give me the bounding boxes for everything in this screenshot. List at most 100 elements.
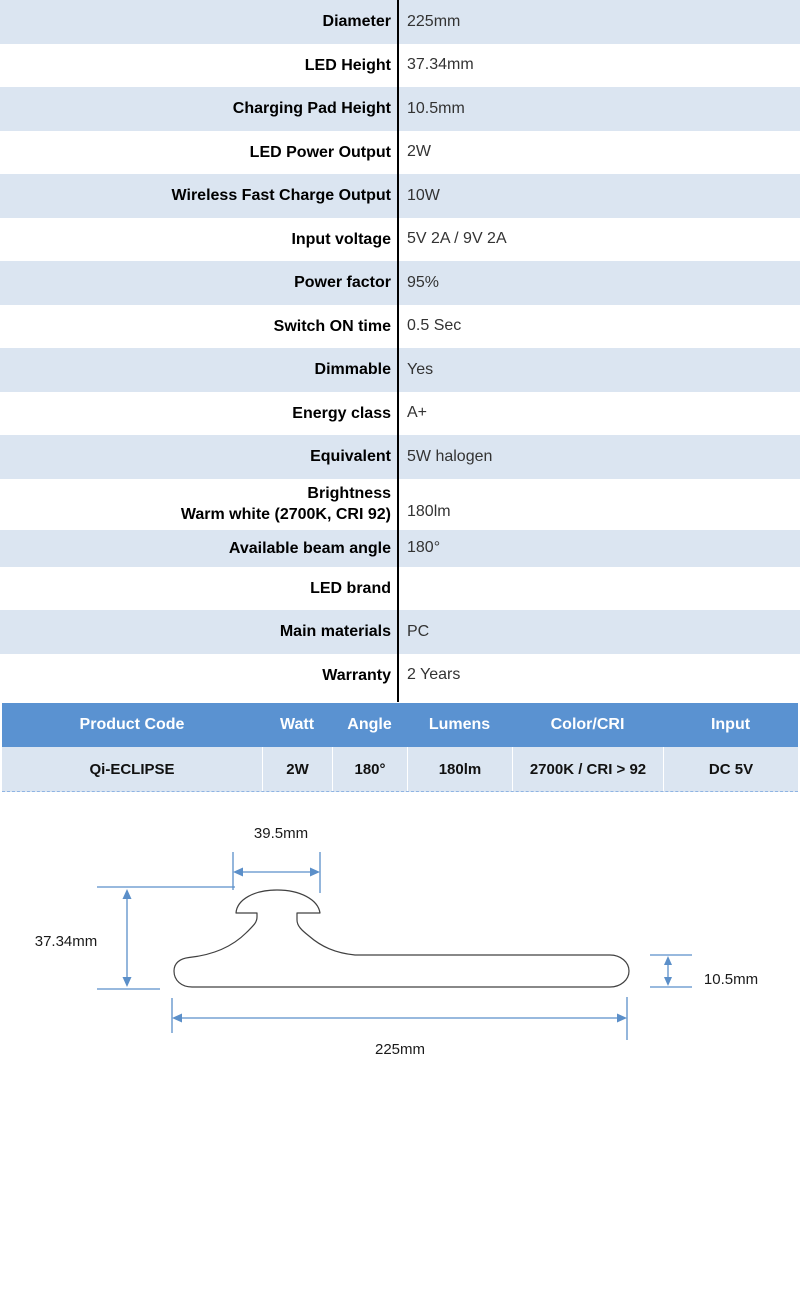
spec-label-text: Dimmable [314,361,391,379]
arrowhead-left-icon [233,867,243,877]
product-table-header-row: Product Code Watt Angle Lumens Color/CRI… [2,703,798,747]
spec-value: 180lm [407,502,451,520]
spec-label: Power factor [0,261,397,305]
spec-label-text: LED brand [310,579,391,597]
spec-value: 37.34mm [407,56,474,74]
spec-value [397,567,800,611]
dimension-left-height: 37.34mm [35,886,235,990]
product-table-value-row: Qi-ECLIPSE 2W 180° 180lm 2700K / CRI > 9… [2,747,798,792]
spec-value: 2W [407,143,431,161]
value-cell-watt: 2W [262,747,332,791]
spec-label: Input voltage [0,218,397,262]
extension-line [650,954,692,988]
spec-label: Energy class [0,392,397,436]
spec-label: Dimmable [0,348,397,392]
spec-value: 180° [407,539,441,556]
spec-value: 2 Years [407,666,461,684]
spec-label-text: Charging Pad Height [232,100,391,118]
extension-line [97,886,235,990]
spec-label-text: Brightness [307,485,391,502]
spec-value: A+ [407,404,428,422]
extension-line [232,852,321,893]
spec-row-brightness: Brightness Warm white (2700K, CRI 92) 18… [0,479,800,530]
spec-value: PC [407,622,430,640]
header-cell-color-cri: Color/CRI [550,716,625,733]
spec-value: 5V 2A / 9V 2A [407,230,507,248]
arrowhead-right-icon [310,867,320,877]
arrowhead-up-icon [664,956,672,965]
arrowhead-down-icon [664,977,672,986]
spec-row-equivalent: Equivalent 5W halogen [0,435,800,479]
spec-row-led-brand: LED brand [0,567,800,611]
spec-label-text: Main materials [279,623,391,641]
value-cell-input: DC 5V [663,747,798,791]
spec-label-text: Diameter [322,13,391,31]
spec-row-beam-angle: Available beam angle 180° [0,529,800,567]
spec-value: 225mm [407,12,461,30]
header-cell-angle: Angle [347,716,392,733]
spec-label: Equivalent [0,435,397,479]
spec-table-column-divider [397,0,399,702]
header-cell-product-code: Product Code [79,716,185,733]
spec-label-text: Power factor [294,274,391,292]
arrowhead-up-icon [122,889,132,899]
dim-bottom-label: 225mm [375,1041,425,1058]
spec-value: 10W [407,186,440,204]
spec-label-text: Switch ON time [273,317,391,335]
spec-value: 95% [407,273,440,291]
spec-label: Switch ON time [0,305,397,349]
spec-label-text: Input voltage [291,230,391,248]
value-cell-color-cri: 2700K / CRI > 92 [512,747,663,791]
spec-value: 5W halogen [407,447,493,465]
spec-row-power-factor: Power factor 95% [0,261,800,305]
dimension-diagram: 39.5mm 37.34mm 10.5mm 225mm [35,825,758,1058]
spec-row-warranty: Warranty 2 Years [0,654,800,698]
spec-label: Diameter [0,0,397,44]
spec-label-text: LED Power Output [249,143,391,161]
spec-value: Yes [407,360,434,378]
dim-left-label: 37.34mm [35,933,98,950]
spec-label-text: Warranty [322,666,391,684]
spec-row-led-power-output: LED Power Output 2W [0,131,800,175]
spec-row-dimmable: Dimmable Yes [0,348,800,392]
spec-row-switch-on-time: Switch ON time 0.5 Sec [0,305,800,349]
profile-outline [173,889,630,988]
spec-row-led-height: LED Height 37.34mm [0,44,800,88]
spec-value: 10.5mm [407,99,465,117]
value-cell-angle: 180° [332,747,407,791]
header-cell-watt: Watt [279,716,315,733]
arrowhead-right-icon [617,1013,627,1023]
spec-label-text: Equivalent [310,448,391,466]
dimension-bottom-width: 225mm [171,997,628,1058]
dimension-top-width: 39.5mm [232,825,321,893]
spec-row-input-voltage: Input voltage 5V 2A / 9V 2A [0,218,800,262]
spec-row-main-materials: Main materials PC [0,610,800,654]
spec-label: Brightness Warm white (2700K, CRI 92) [0,479,397,530]
spec-row-diameter: Diameter 225mm [0,0,800,44]
dim-top-label: 39.5mm [254,825,308,842]
spec-label: Wireless Fast Charge Output [0,174,397,218]
spec-label: Available beam angle [0,530,397,567]
dim-right-label: 10.5mm [704,971,758,988]
spec-label: LED brand [0,567,397,611]
value-cell-lumens: 180lm [407,747,512,791]
arrowhead-left-icon [172,1013,182,1023]
spec-label-text: LED Height [304,56,391,74]
spec-label: LED Power Output [0,131,397,175]
product-table: Product Code Watt Angle Lumens Color/CRI… [2,703,798,792]
spec-table: Diameter 225mm LED Height 37.34mm Chargi… [0,0,800,698]
spec-label-text-line2: Warm white (2700K, CRI 92) [180,506,391,523]
spec-label-text: Wireless Fast Charge Output [171,187,391,205]
spec-label: Main materials [0,610,397,654]
extension-line [171,997,628,1040]
spec-row-charging-pad-height: Charging Pad Height 10.5mm [0,87,800,131]
value-cell-product-code: Qi-ECLIPSE [89,760,175,778]
spec-label: LED Height [0,44,397,88]
spec-row-energy-class: Energy class A+ [0,392,800,436]
spec-row-wireless-fast-charge: Wireless Fast Charge Output 10W [0,174,800,218]
spec-label: Warranty [0,654,397,698]
header-cell-input: Input [710,716,751,733]
header-cell-lumens: Lumens [428,716,491,733]
arrowhead-down-icon [122,977,132,987]
